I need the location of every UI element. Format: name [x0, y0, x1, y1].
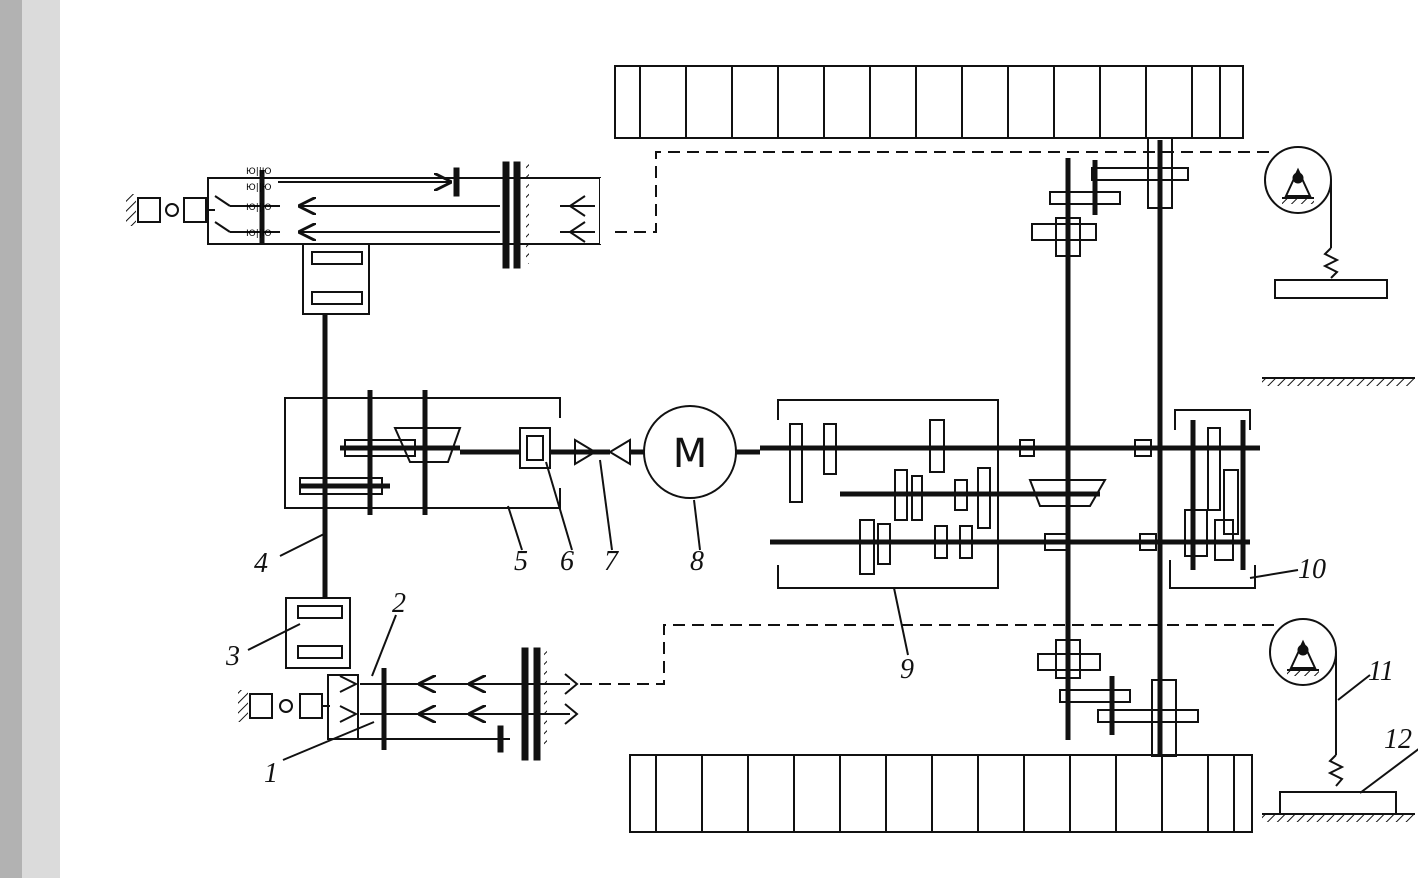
turning-mechanism: [1169, 409, 1256, 589]
callout-6: 6: [560, 546, 574, 577]
upper-pulley-tensioner: [1262, 146, 1415, 386]
callout-9: 9: [900, 654, 914, 685]
callout-11: 11: [1368, 656, 1394, 687]
svg-text:Ю||Ю: Ю||Ю: [246, 229, 272, 239]
motor-coupling: [574, 438, 645, 466]
svg-text:Ю||Ю: Ю||Ю: [246, 183, 272, 193]
callout-7: 7: [604, 546, 619, 577]
callout-8: 8: [690, 546, 704, 577]
lower-control-line: [580, 624, 1280, 685]
lower-track: [629, 754, 1253, 833]
upper-control-line: [615, 151, 1270, 233]
callout-2: 2: [392, 588, 406, 619]
upper-track: [614, 65, 1244, 139]
motor-label: M: [673, 431, 708, 477]
electric-motor: M: [643, 405, 760, 499]
transfer-gearbox: [284, 390, 595, 515]
callout-10: 10: [1298, 554, 1326, 585]
upper-final-drive: Ю||Ю Ю||Ю Ю||Ю Ю||Ю: [126, 161, 620, 269]
callout-12: 12: [1384, 724, 1412, 755]
lower-final-drive: [238, 647, 579, 761]
main-gearbox: [760, 399, 1260, 589]
lower-pulley-tensioner: [1262, 618, 1415, 822]
callout-1: 1: [264, 758, 278, 789]
scan-shadow-dark: [0, 0, 22, 878]
cardan-shaft: [285, 243, 370, 669]
svg-text:Ю||Ю: Ю||Ю: [246, 167, 272, 177]
callout-4: 4: [254, 548, 268, 579]
track-drive-shafts: [1031, 137, 1199, 757]
callout-3: 3: [225, 641, 240, 672]
callout-leaders: [247, 459, 1418, 794]
callout-5: 5: [514, 546, 528, 577]
svg-text:Ю||Ю: Ю||Ю: [246, 203, 272, 213]
